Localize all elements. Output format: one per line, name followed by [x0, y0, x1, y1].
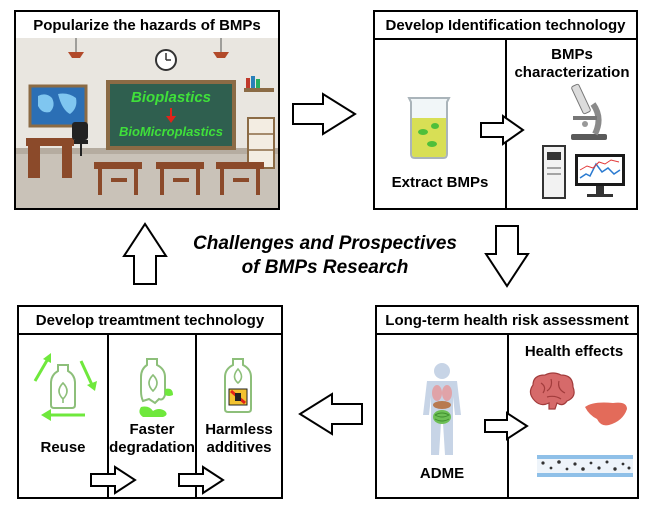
arrow-right-top — [292, 92, 357, 136]
divider — [195, 333, 197, 497]
panel-popularize: Popularize the hazards of BMPs Bioplasti… — [14, 10, 280, 210]
characterization-label: BMPs characterization — [514, 46, 630, 81]
no-additive-bottle-icon — [224, 358, 252, 413]
degrading-bottle-icon — [139, 358, 173, 417]
center-title-line2: of BMPs Research — [241, 257, 409, 278]
recycle-bottle-icon — [33, 353, 97, 421]
arrow-left-bottom — [298, 392, 363, 436]
faster-label: Faster degradation — [109, 421, 195, 456]
adme-label: ADME — [419, 465, 465, 482]
brain-icon — [529, 372, 575, 410]
arrow-right-small — [484, 411, 529, 441]
board-bottom-text: BioMicroplastics — [119, 124, 223, 139]
effects-label: Health effects — [524, 343, 624, 360]
instrument-icon — [542, 145, 625, 199]
center-title: Challenges and Prospectives of BMPs Rese… — [160, 232, 490, 280]
panel-title: Long-term health risk assessment — [377, 307, 637, 335]
harmless-label: Harmless additives — [205, 421, 273, 456]
reuse-label: Reuse — [40, 439, 86, 456]
intestine-icon — [537, 455, 633, 477]
microscope-icon — [571, 83, 607, 140]
beaker-icon — [407, 97, 451, 159]
arrow-up-left — [122, 222, 168, 285]
panel-health: Long-term health risk assessment ADME He… — [375, 305, 639, 499]
panel-identification: Develop Identification technology Extrac… — [373, 10, 638, 210]
board-top-text: Bioplastics — [131, 89, 211, 106]
classroom-image: Bioplastics BioMicroplastics — [16, 38, 278, 208]
extract-label: Extract BMPs — [391, 174, 489, 191]
human-body-icon — [423, 363, 461, 455]
center-title-line1: Challenges and Prospectives — [193, 233, 457, 254]
panel-title: Popularize the hazards of BMPs — [16, 12, 278, 40]
arrow-right-small-2 — [178, 465, 225, 495]
divider — [107, 333, 109, 497]
arrow-right-small — [480, 114, 525, 146]
panel-title: Develop treamtment technology — [19, 307, 281, 335]
arrow-down-right — [484, 225, 530, 288]
liver-icon — [585, 402, 627, 426]
panel-treatment: Develop treamtment technology Reuse Fast… — [17, 305, 283, 499]
panel-title: Develop Identification technology — [375, 12, 636, 40]
arrow-right-small-1 — [90, 465, 137, 495]
